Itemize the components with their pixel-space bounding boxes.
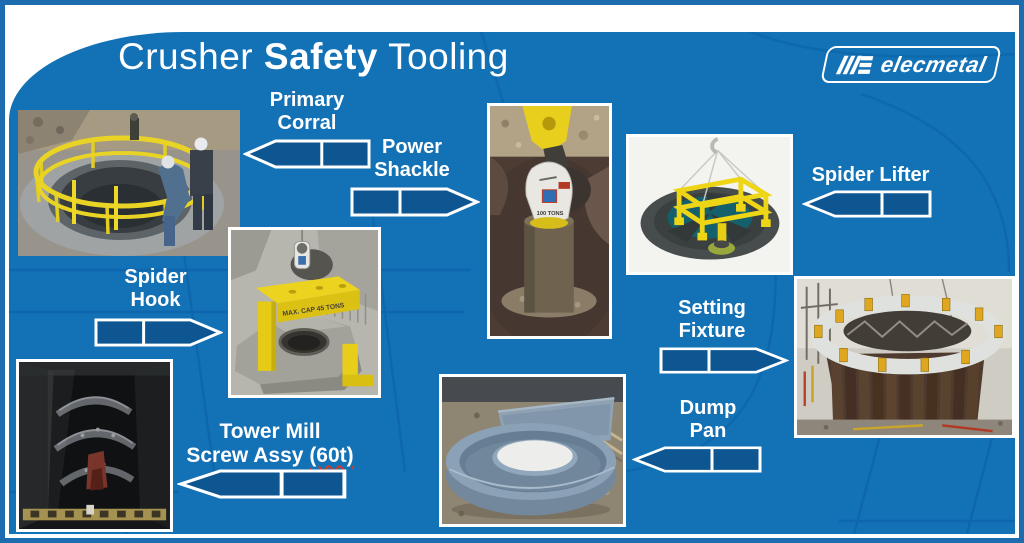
setting-fixture-photo — [794, 276, 1015, 438]
label-spider-lifter: Spider Lifter — [811, 164, 930, 186]
arrow-power-shackle — [350, 187, 480, 217]
svg-text:100 TONS: 100 TONS — [537, 211, 564, 217]
title-emphasis: Safety — [263, 36, 378, 77]
dump-pan-photo — [439, 374, 626, 527]
arrow-dump-pan — [632, 446, 762, 473]
primary-corral-photo — [18, 110, 240, 256]
label-tower-mill: Tower Mill Screw Assy (60t) — [186, 420, 354, 467]
elecmetal-monogram-icon — [835, 55, 874, 74]
label-dump-pan: Dump Pan — [679, 397, 737, 442]
label-power-shackle: Power Shackle — [374, 136, 450, 181]
arrow-spider-hook — [94, 318, 223, 347]
elecmetal-logo-text: elecmetal — [878, 51, 989, 77]
arrow-setting-fixture — [659, 347, 789, 374]
spider-hook-photo: MAX. CAP 45 TONS — [228, 227, 381, 398]
tower-mill-screw-photo — [16, 359, 173, 532]
spellcheck-flagged-text: (60t) — [309, 443, 354, 467]
label-spider-hook: Spider Hook — [124, 266, 187, 311]
arrow-primary-corral — [243, 139, 371, 169]
title-prefix: Crusher — [118, 36, 264, 77]
arrow-tower-mill — [177, 469, 347, 499]
elecmetal-logo: elecmetal — [820, 46, 1002, 83]
power-shackle-photo: 100 TONS — [487, 103, 612, 339]
arrow-spider-lifter — [802, 190, 932, 218]
title-suffix: Tooling — [377, 36, 509, 77]
spider-lifter-photo — [626, 134, 793, 275]
label-primary-corral: Primary Corral — [269, 89, 345, 134]
page-title: Crusher Safety Tooling — [118, 36, 509, 78]
label-setting-fixture: Setting Fixture — [678, 297, 746, 342]
